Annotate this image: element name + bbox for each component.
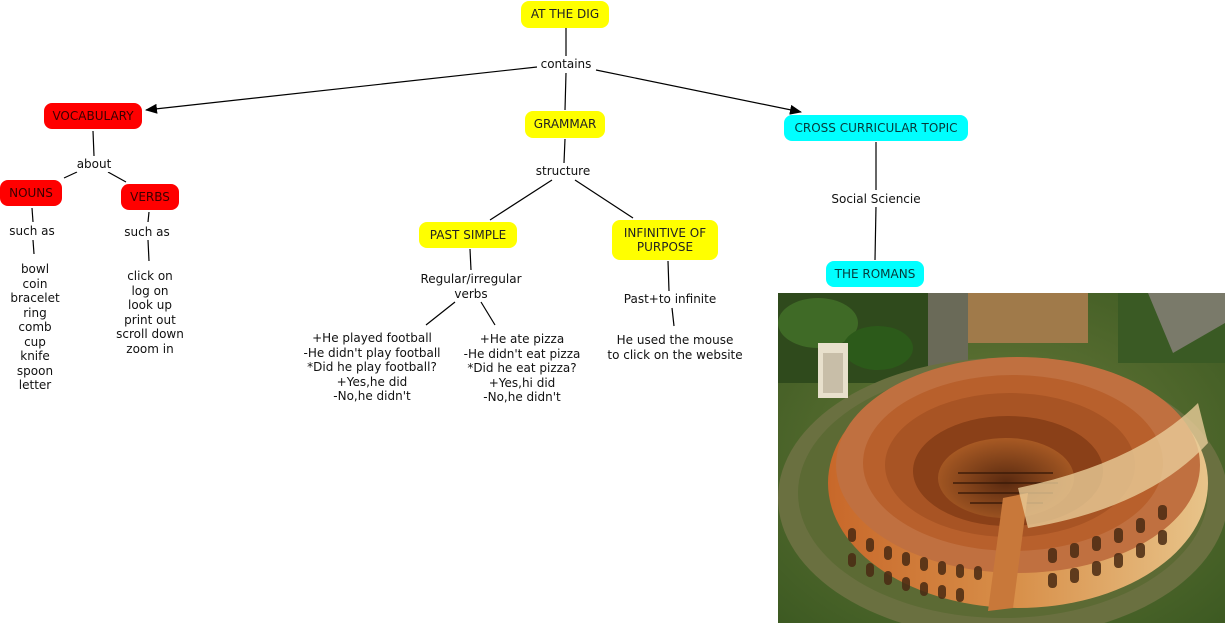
connector-grammar-structure — [563, 138, 566, 164]
example-line: to click on the website — [607, 347, 743, 362]
noun-item: coin — [22, 276, 48, 291]
link-line: Regular/irregular — [420, 272, 522, 286]
connector-regular-examples-right — [480, 301, 496, 326]
connector-vocabulary-about — [92, 130, 95, 157]
noun-item: bowl — [20, 262, 50, 276]
verb-item: look up — [127, 298, 173, 312]
link-past-to-infinite: Past+to infinite — [623, 292, 717, 307]
verb-item: click on — [127, 269, 173, 283]
concept-cross-curricular-topic[interactable]: CROSS CURRICULAR TOPIC — [784, 115, 968, 141]
concept-at-the-dig[interactable]: AT THE DIG — [521, 1, 609, 28]
connector-contains-grammar — [564, 72, 567, 111]
noun-item: comb — [18, 320, 52, 334]
link-social-sciencie: Social Sciencie — [831, 192, 921, 207]
connector-contains-vocabulary — [145, 66, 538, 114]
infinitive-label-line: PURPOSE — [636, 240, 694, 254]
link-contains: contains — [540, 57, 592, 72]
link-line: verbs — [454, 286, 488, 301]
noun-item: knife — [20, 349, 50, 363]
concept-verbs[interactable]: VERBS — [121, 184, 179, 210]
colosseum-image — [778, 293, 1225, 623]
example-line: +Yes,he did — [336, 374, 408, 389]
connector-regular-examples-left — [425, 301, 456, 326]
verb-item: zoom in — [126, 341, 174, 356]
connector-about-verbs — [107, 171, 127, 183]
concept-the-romans[interactable]: THE ROMANS — [826, 261, 924, 287]
verb-item: print out — [124, 312, 176, 327]
link-structure: structure — [535, 164, 591, 179]
connector-infinitive-link — [667, 260, 670, 292]
connector-suchas-verb-list — [147, 239, 150, 262]
connector-about-nouns — [63, 171, 78, 179]
example-line: -He didn't eat pizza — [463, 346, 581, 361]
example-line: *Did he play football? — [307, 360, 437, 374]
link-such-as-nouns: such as — [9, 224, 55, 239]
connector-link-example — [671, 307, 675, 327]
noun-item: ring — [23, 305, 47, 320]
connector-structure-pastsimple — [489, 179, 553, 221]
example-line: -He didn't play football — [303, 345, 441, 360]
verb-item: scroll down — [116, 327, 184, 341]
example-line: -No,he didn't — [333, 389, 411, 403]
connector-verbs-suchas — [147, 211, 150, 223]
concept-past-simple[interactable]: PAST SIMPLE — [419, 222, 517, 248]
noun-item: letter — [18, 378, 52, 392]
example-line: +Yes,hi did — [488, 375, 556, 390]
regular-verb-examples: +He played football-He didn't play footb… — [303, 331, 440, 404]
example-line: +He ate pizza — [479, 332, 565, 346]
noun-item: cup — [24, 334, 46, 349]
connector-structure-infinitive — [574, 179, 634, 219]
connector-suchas-noun-list — [32, 239, 35, 255]
noun-item: spoon — [16, 363, 54, 378]
example-line: *Did he eat pizza? — [467, 361, 577, 375]
link-about: about — [76, 157, 112, 172]
irregular-verb-examples: +He ate pizza-He didn't eat pizza*Did he… — [464, 332, 581, 405]
example-line: +He played football — [312, 331, 432, 345]
link-such-as-verbs: such as — [124, 225, 170, 240]
verb-item: log on — [131, 283, 169, 298]
concept-grammar[interactable]: GRAMMAR — [525, 111, 605, 138]
connector-social-romans — [874, 205, 877, 261]
connector-nouns-suchas — [31, 207, 34, 223]
connector-pastsimple-regular — [469, 248, 472, 271]
concept-nouns[interactable]: NOUNS — [0, 180, 62, 206]
example-line: He used the mouse — [616, 333, 734, 347]
connector-contains-cross — [595, 69, 802, 115]
noun-item: bracelet — [10, 291, 60, 305]
infinitive-label-line: INFINITIVE OF — [623, 226, 707, 240]
concept-vocabulary[interactable]: VOCABULARY — [44, 103, 142, 129]
example-line: -No,he didn't — [483, 390, 561, 404]
